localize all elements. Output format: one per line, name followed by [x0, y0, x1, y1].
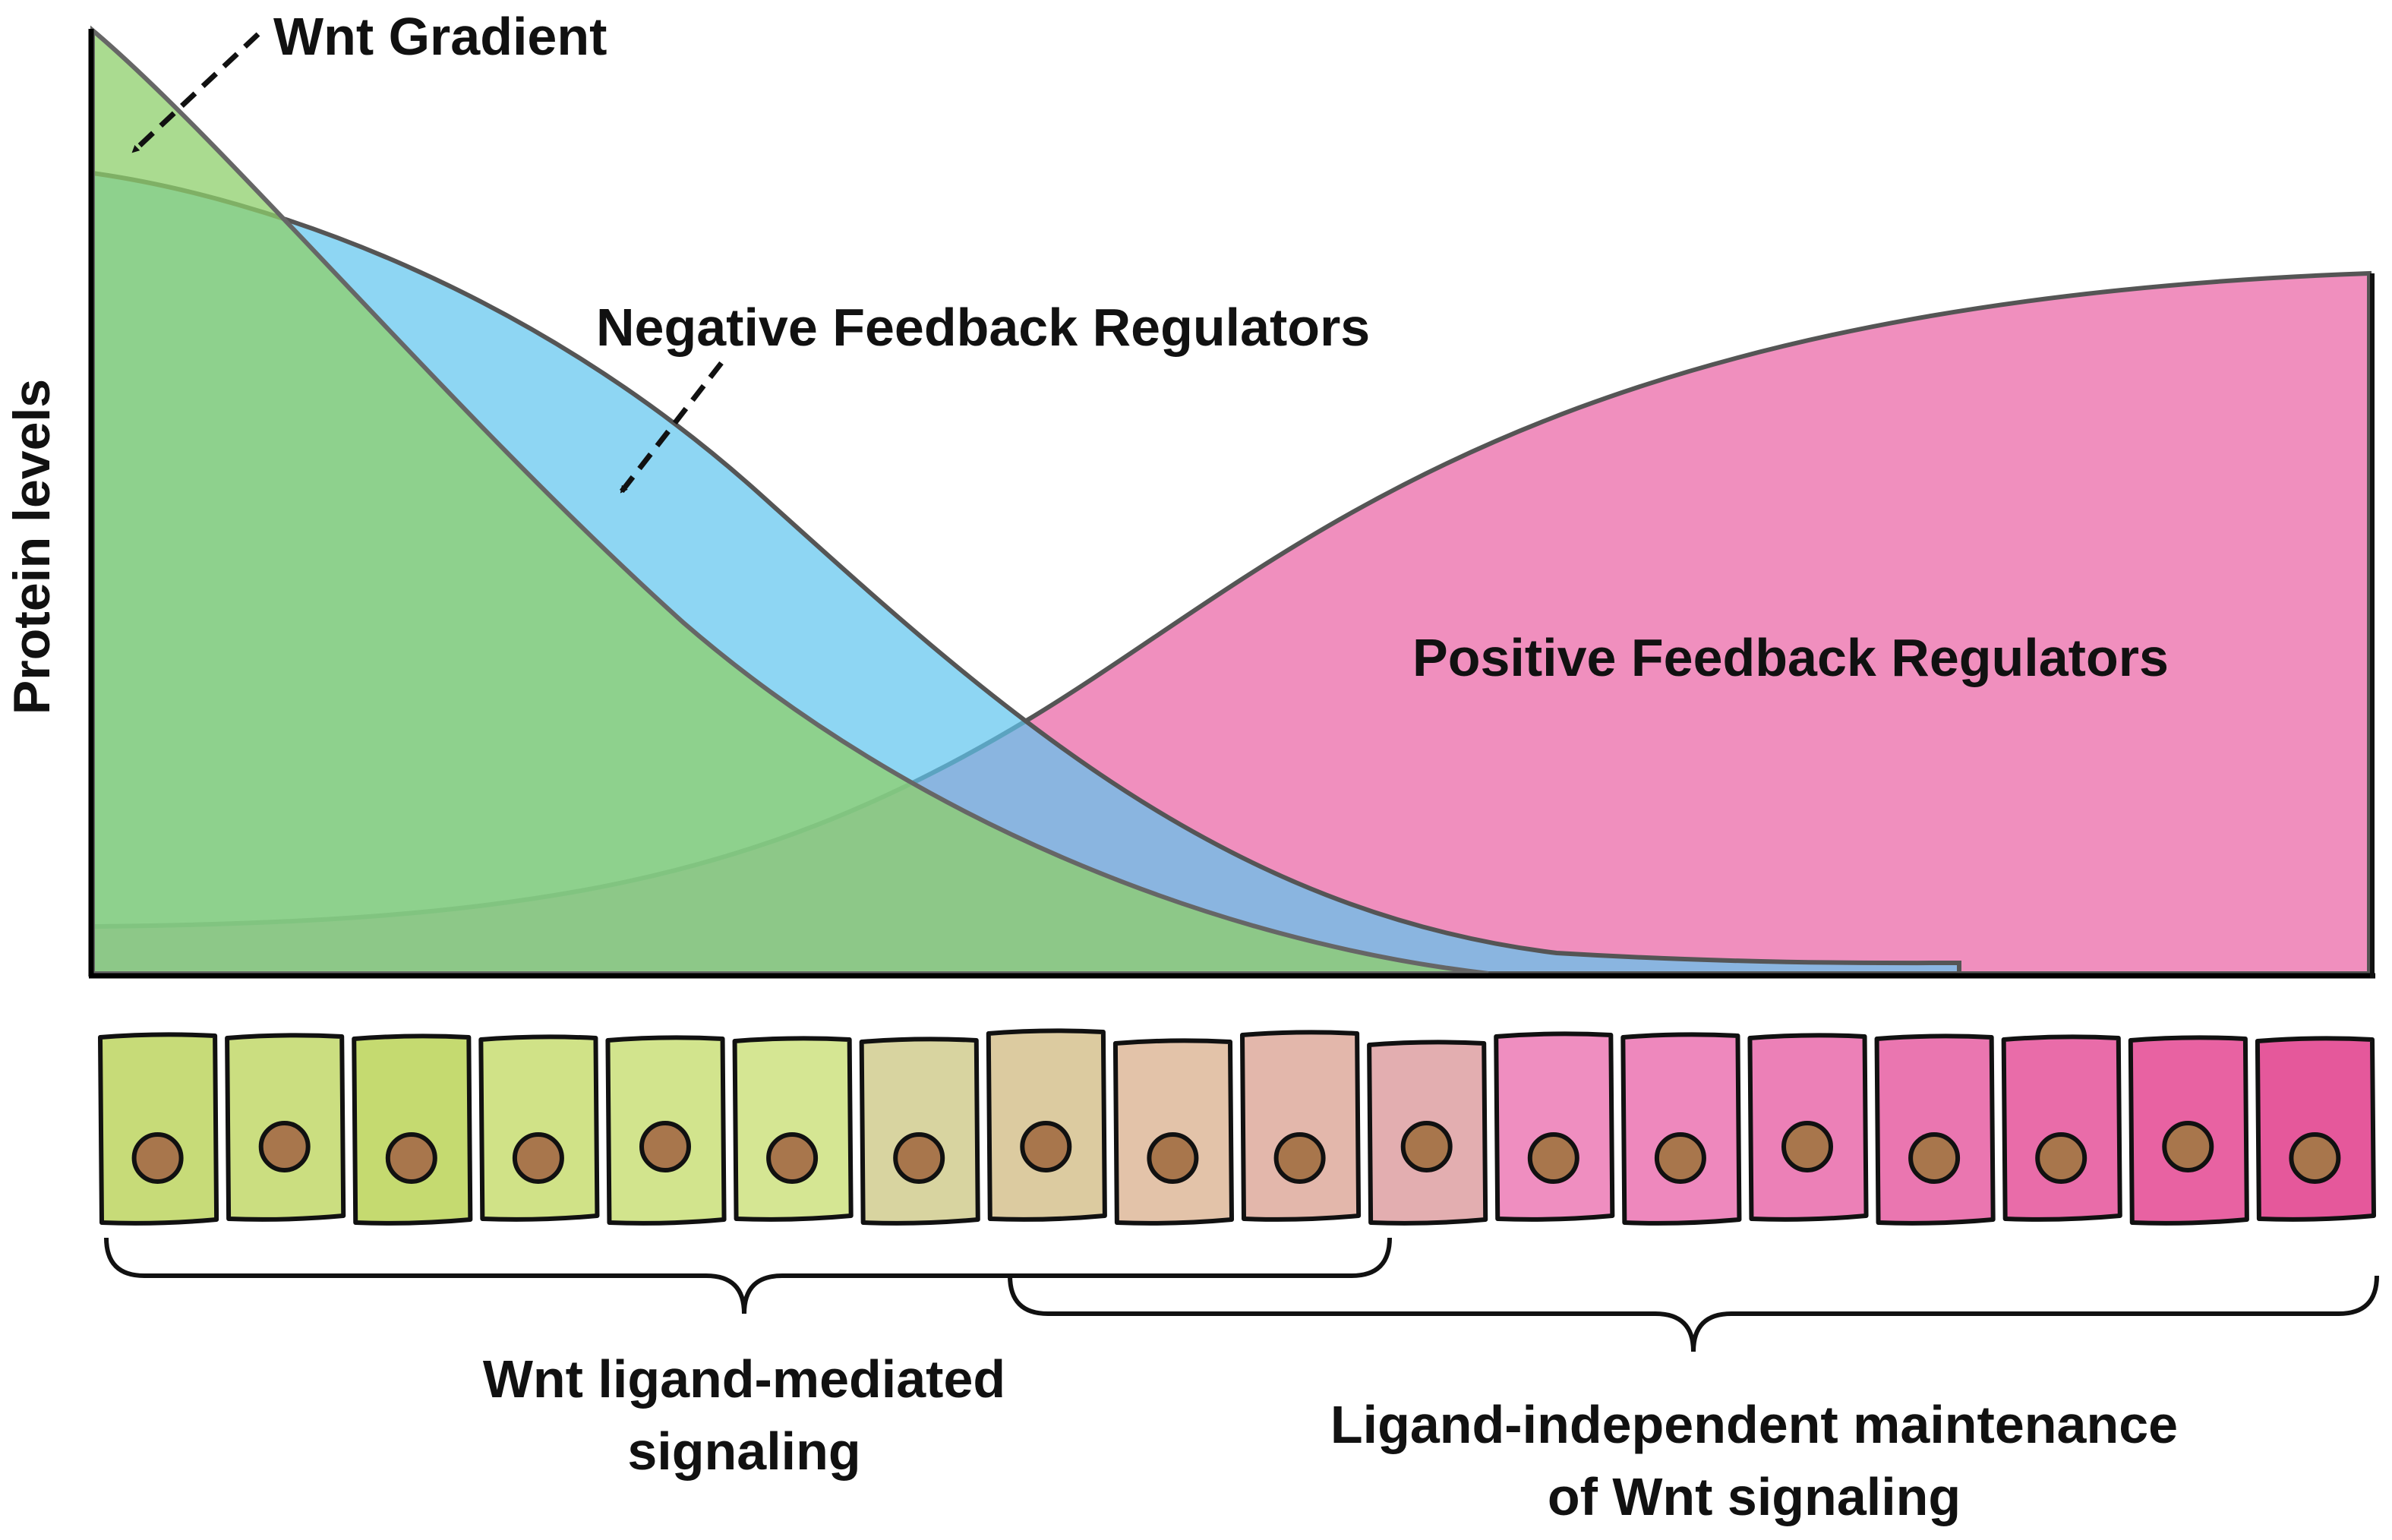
cell-nucleus — [131, 1132, 184, 1184]
ligand-independent-label-line-1: Ligand-independent maintenance — [1330, 1395, 2178, 1454]
cell-nucleus — [385, 1132, 437, 1184]
cell-nucleus — [512, 1132, 564, 1184]
cell-nucleus — [1147, 1132, 1199, 1184]
wnt-ligand-bracket — [104, 1237, 1392, 1314]
cell-nucleus — [1908, 1132, 1961, 1184]
negative-feedback-label: Negative Feedback Regulators — [596, 298, 1370, 357]
cell-nucleus — [1781, 1121, 1833, 1172]
cell — [1240, 1030, 1362, 1222]
cell — [732, 1036, 854, 1222]
cell — [1874, 1034, 1996, 1226]
ligand-independent-label-line-2: of Wnt signaling — [1548, 1467, 1961, 1526]
cell — [352, 1034, 473, 1226]
wnt-gradient-area — [90, 25, 1489, 976]
cell-nucleus — [258, 1121, 311, 1172]
positive-feedback-label: Positive Feedback Regulators — [1412, 628, 2169, 687]
cell-nucleus — [766, 1132, 819, 1184]
cell-nucleus — [1020, 1121, 1072, 1172]
cell — [478, 1034, 600, 1222]
cell-nucleus — [2162, 1121, 2214, 1172]
y-axis-label: Protein levels — [3, 379, 61, 715]
ligand-independent-bracket — [1008, 1275, 2379, 1352]
wnt-gradient-label: Wnt Gradient — [273, 7, 607, 66]
cell-nucleus — [1273, 1132, 1326, 1184]
cell-nucleus — [2035, 1132, 2087, 1184]
cell-nucleus — [1654, 1132, 1706, 1184]
curves-group — [90, 25, 2371, 976]
wnt-ligand-label-line-1: Wnt ligand-mediated — [483, 1349, 1005, 1409]
cell — [98, 1032, 219, 1226]
axes — [88, 29, 2375, 979]
cell — [859, 1037, 980, 1226]
cell-nucleus — [1527, 1132, 1579, 1184]
annotations: Wnt Gradient Negative Feedback Regulator… — [131, 7, 2169, 687]
cell-nucleus — [1400, 1121, 1453, 1172]
cell — [1494, 1031, 1615, 1222]
cell — [1112, 1038, 1234, 1226]
cell-nucleus — [893, 1132, 945, 1184]
cell — [1620, 1032, 1742, 1226]
cell-row — [98, 1028, 2376, 1226]
brackets: Wnt ligand-mediated signaling Ligand-ind… — [104, 1237, 2379, 1526]
cell — [2255, 1036, 2376, 1222]
cell-nucleus — [639, 1121, 691, 1172]
wnt-ligand-label-line-2: signaling — [627, 1422, 860, 1481]
cell — [2001, 1034, 2122, 1222]
cell-nucleus — [2289, 1132, 2341, 1184]
